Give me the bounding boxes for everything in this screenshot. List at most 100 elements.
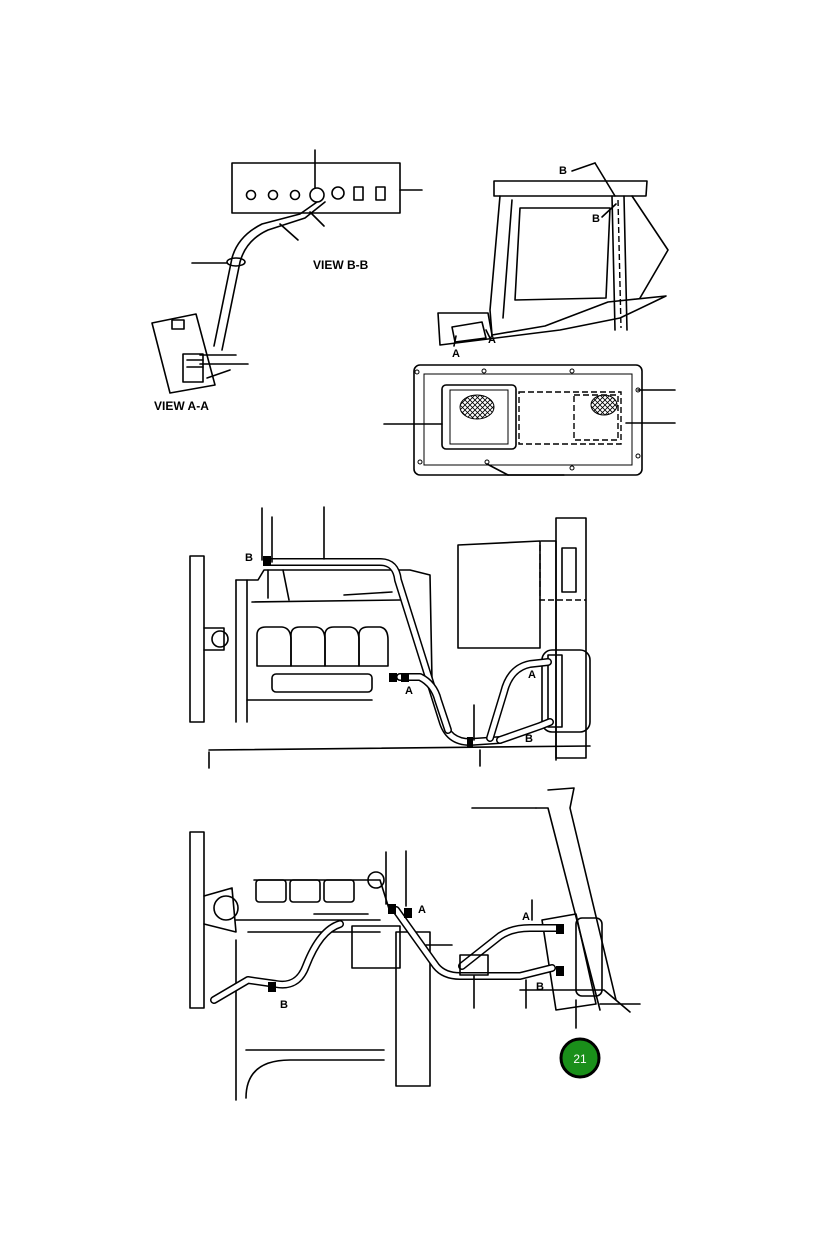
hose-bracket [459, 954, 489, 976]
bracket-outline [151, 313, 216, 394]
oil-pan-rail [271, 673, 373, 693]
ground-line [208, 745, 591, 751]
section-label-a: A [488, 334, 496, 346]
fan-pulley [213, 895, 239, 921]
engine-mount [245, 1059, 385, 1099]
control-knob [331, 186, 345, 200]
section-label-a: A [452, 348, 460, 360]
callout-leader [309, 211, 325, 227]
hose-label-a: A [528, 669, 536, 681]
section-arrow [453, 335, 457, 347]
grille-inner [449, 389, 509, 445]
section-arrow [485, 329, 491, 339]
control-cable-hidden [617, 199, 622, 329]
panel-screw [569, 465, 575, 471]
panel-screw [414, 369, 420, 375]
callout-leader [279, 223, 299, 241]
hose-clamp [268, 982, 276, 992]
valve-cover [235, 569, 433, 681]
hose-clamp [556, 924, 564, 934]
cylinder-port [290, 626, 326, 667]
control-knob [309, 187, 325, 203]
floor-plate [519, 989, 631, 1013]
control-switch [353, 186, 364, 201]
door-handle-slot [561, 547, 577, 593]
cylinder-port [323, 879, 355, 903]
cab-rear-pillar [547, 787, 617, 1001]
view-aa-title: VIEW A-A [154, 399, 209, 413]
engine-side-view-b: A A B B [189, 787, 641, 1101]
section-arrow [594, 162, 616, 197]
cylinder-port [324, 626, 360, 667]
heater-unit [541, 649, 591, 733]
view-bb-control-panel: VIEW B-B [191, 149, 423, 351]
cab-perspective-view: A A B B [437, 162, 669, 360]
view-bb-title: VIEW B-B [313, 258, 369, 272]
control-knob [267, 189, 279, 201]
cab-window [514, 207, 611, 301]
cab-lower [457, 540, 541, 649]
fan-pulley [211, 630, 229, 648]
hose-clamp [467, 737, 473, 747]
cab-hidden-edge [539, 545, 586, 601]
blower-mesh [590, 394, 618, 416]
panel-inner [423, 373, 633, 466]
view-aa-bracket: VIEW A-A [151, 313, 249, 413]
callout-leader [282, 569, 290, 601]
control-knob [245, 189, 257, 201]
page-number-badge[interactable]: 21 [559, 1037, 601, 1079]
heater-core-hidden [518, 391, 622, 445]
hose-label-b: B [280, 999, 288, 1011]
heater-hose-b [264, 558, 504, 746]
cab-post [489, 195, 501, 336]
bracket-slot [171, 319, 185, 330]
cab-door [555, 517, 587, 759]
control-switch [375, 186, 386, 201]
hose-label-a: A [405, 685, 413, 697]
hose-fitting [263, 556, 271, 566]
control-cable [213, 201, 318, 347]
bracket-location [451, 321, 487, 343]
hose-label-b: B [536, 981, 544, 993]
engine-front [235, 579, 248, 723]
blower-hidden [573, 394, 619, 441]
cab-door-post [611, 195, 628, 331]
cab-roof [493, 180, 648, 197]
section-arrow [571, 162, 596, 172]
shutoff-valve [388, 904, 396, 914]
panel-screw [417, 459, 423, 465]
radiator [189, 831, 205, 1009]
heater-housing [575, 917, 603, 997]
cable-clamp [226, 257, 246, 267]
cab-floor [437, 295, 667, 346]
heater-flange [547, 654, 563, 728]
hose-label-a: A [418, 904, 426, 916]
shutoff-valve [404, 908, 412, 918]
section-label-b: B [559, 165, 567, 177]
heater-cover-panel [383, 364, 676, 476]
engine-lower [235, 939, 385, 1101]
section-label-b: B [592, 213, 600, 225]
heater-unit [541, 913, 597, 1011]
hose-label-b: B [245, 552, 253, 564]
shutoff-valve [401, 673, 409, 682]
fan-hub [203, 627, 225, 651]
panel-screw [481, 368, 487, 374]
hose-clamp [556, 966, 564, 976]
cab-rear-pillar [631, 195, 669, 299]
cylinder-port [358, 626, 389, 667]
page-badge-circle[interactable] [559, 1037, 601, 1079]
cable-clip [182, 353, 204, 383]
cylinder-port [289, 879, 321, 903]
engine-rail [235, 919, 381, 933]
engine-side-view-a: B A A B [189, 506, 591, 769]
callout-leader [343, 591, 393, 596]
cab-post [502, 199, 513, 319]
cylinder-port [256, 626, 292, 667]
callout-leader [486, 463, 509, 476]
panel-outer [413, 364, 643, 476]
section-arrow [601, 203, 617, 218]
hose-label-b: B [525, 733, 533, 745]
oil-filter-housing [351, 925, 401, 969]
radiator [189, 555, 205, 723]
